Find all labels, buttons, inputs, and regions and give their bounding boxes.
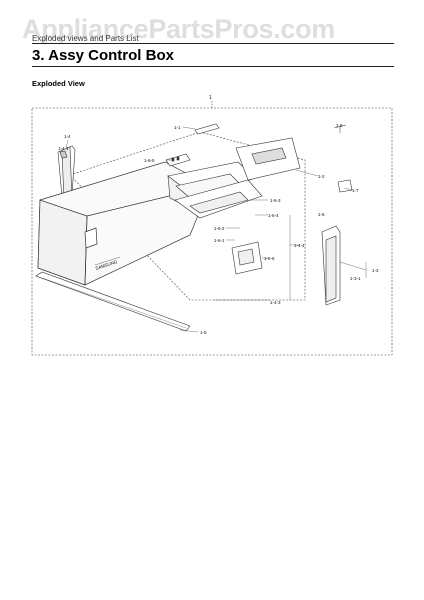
board-bracket (231, 241, 263, 275)
watermark: AppliancePartsPros.com (22, 14, 336, 44)
assembly-boundary (31, 107, 393, 356)
callout-1-4: 1-4 (64, 134, 71, 139)
end-bracket-left (57, 145, 76, 203)
callout-1-7: 1-7 (352, 188, 359, 193)
title-divider (32, 66, 394, 67)
callout-1-3-1: 1-3-1 (350, 276, 361, 281)
subassembly-boundary (69, 131, 306, 301)
page-title: 3. Assy Control Box (32, 47, 174, 64)
clip-part (337, 179, 353, 193)
display-lens (194, 123, 220, 135)
callout-1-6-3: 1-6-3 (270, 198, 281, 203)
callout-1-4-4: 1-4-4 (294, 243, 305, 248)
callout-1-2: 1-2 (318, 174, 325, 179)
callout-1-6-6: 1-6-6 (264, 256, 275, 261)
callout-1-6-2: 1-6-2 (214, 226, 225, 231)
axis-indicator (333, 124, 347, 133)
trim-strip (35, 271, 191, 332)
callout-1-1: 1-1 (174, 125, 181, 130)
callout-1-4-1: 1-4-1 (58, 146, 69, 151)
touch-panel-pcb (174, 179, 263, 219)
end-bracket-right (321, 225, 341, 306)
callout-1: 1 (209, 95, 212, 101)
section-subtitle: Exploded View (32, 79, 85, 88)
callout-1-5: 1-5 (200, 330, 207, 335)
header-label: Exploded views and Parts List (32, 34, 139, 43)
rear-cover (235, 137, 301, 181)
callout-1-6: 1-6 (318, 212, 325, 217)
callout-1-8: 1-8 (336, 123, 343, 128)
callout-1-6-5: 1-6-5 (144, 158, 155, 163)
callout-1-3: 1-3 (372, 268, 379, 273)
bracket-small (165, 153, 191, 167)
callout-1-6-4: 1-6-4 (268, 213, 279, 218)
panel-logo: SAMSUNG (95, 259, 119, 271)
header-divider (32, 43, 394, 44)
callout-1-6-1: 1-6-1 (214, 238, 225, 243)
callout-1-4-3: 1-4-3 (270, 300, 281, 305)
